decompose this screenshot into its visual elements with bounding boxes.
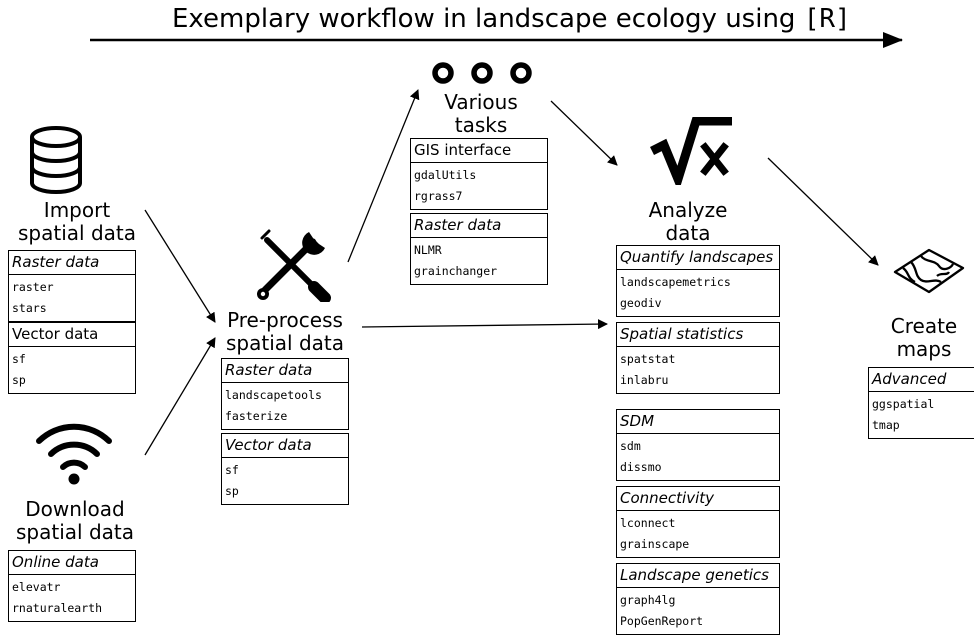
package-name: sp	[225, 484, 239, 498]
online-data-box: Online data elevatr rnaturalearth	[8, 550, 136, 622]
package-name: sp	[12, 373, 26, 387]
gis-interface-box: GIS interface gdalUtils rgrass7	[410, 138, 548, 210]
spatial-statistics-box: Spatial statistics spatstat inlabru	[616, 322, 780, 394]
database-icon	[30, 126, 82, 194]
package-name: rnaturalearth	[12, 601, 103, 615]
arrow-analyze-to-maps	[767, 157, 879, 266]
box-header: Vector data	[222, 434, 348, 458]
package-name: dissmo	[620, 460, 662, 474]
package-name: geodiv	[620, 296, 662, 310]
arrow-preprocess-to-analyze	[361, 319, 608, 330]
preprocess-raster-box: Raster data landscapetools fasterize	[221, 358, 349, 430]
package-name: spatstat	[620, 352, 676, 366]
advanced-maps-box: Advanced ggspatial tmap	[868, 367, 974, 439]
various-raster-box: Raster data NLMR grainchanger	[410, 213, 548, 285]
package-name: lconnect	[620, 516, 676, 530]
package-name: gdalUtils	[414, 168, 477, 182]
package-name: fasterize	[225, 409, 288, 423]
box-header: Advanced	[869, 368, 974, 392]
box-header: GIS interface	[411, 139, 547, 163]
box-header: Vector data	[9, 323, 135, 347]
package-name: elevatr	[12, 580, 61, 594]
package-name: sf	[225, 463, 239, 477]
package-name: sf	[12, 352, 26, 366]
package-name: stars	[12, 301, 47, 315]
package-name: graph4lg	[620, 593, 676, 607]
package-name: inlabru	[620, 373, 669, 387]
sdm-box: SDM sdm dissmo	[616, 409, 780, 481]
import-vector-box: Vector data sf sp	[8, 322, 136, 394]
box-header: Raster data	[222, 359, 348, 383]
package-name: landscapemetrics	[620, 275, 731, 289]
package-name: landscapetools	[225, 388, 322, 402]
r-logo-text: [R]	[803, 4, 851, 34]
import-raster-box: Raster data raster stars	[8, 250, 136, 322]
map-icon	[893, 248, 965, 294]
box-header: Connectivity	[617, 487, 779, 511]
package-name: PopGenReport	[620, 614, 704, 628]
box-header: Raster data	[411, 214, 547, 238]
package-name: raster	[12, 280, 54, 294]
sqrt-x-icon	[650, 117, 732, 185]
box-header: Landscape genetics	[617, 564, 779, 588]
box-header: Online data	[9, 551, 135, 575]
arrow-preprocess-to-various	[347, 89, 420, 263]
wifi-icon	[36, 423, 112, 485]
ellipsis-icon	[432, 62, 532, 84]
box-header: Raster data	[9, 251, 135, 275]
box-header: Spatial statistics	[617, 323, 779, 347]
package-name: grainscape	[620, 537, 690, 551]
arrow-various-to-analyze	[550, 100, 618, 166]
quantify-landscapes-box: Quantify landscapes landscapemetrics geo…	[616, 245, 780, 317]
box-header: Quantify landscapes	[617, 246, 779, 270]
connectivity-box: Connectivity lconnect grainscape	[616, 486, 780, 558]
package-name: tmap	[872, 418, 900, 432]
package-name: sdm	[620, 439, 641, 453]
box-header: SDM	[617, 410, 779, 434]
arrow-import-to-preprocess	[144, 209, 216, 323]
package-name: ggspatial	[872, 397, 935, 411]
package-name: grainchanger	[414, 264, 498, 278]
diagram-title: Exemplary workflow in landscape ecology …	[172, 4, 851, 34]
landscape-genetics-box: Landscape genetics graph4lg PopGenReport	[616, 563, 780, 635]
arrow-download-to-preprocess	[144, 337, 216, 456]
tools-icon	[257, 229, 331, 302]
preprocess-vector-box: Vector data sf sp	[221, 433, 349, 505]
package-name: NLMR	[414, 243, 442, 257]
package-name: rgrass7	[414, 189, 463, 203]
